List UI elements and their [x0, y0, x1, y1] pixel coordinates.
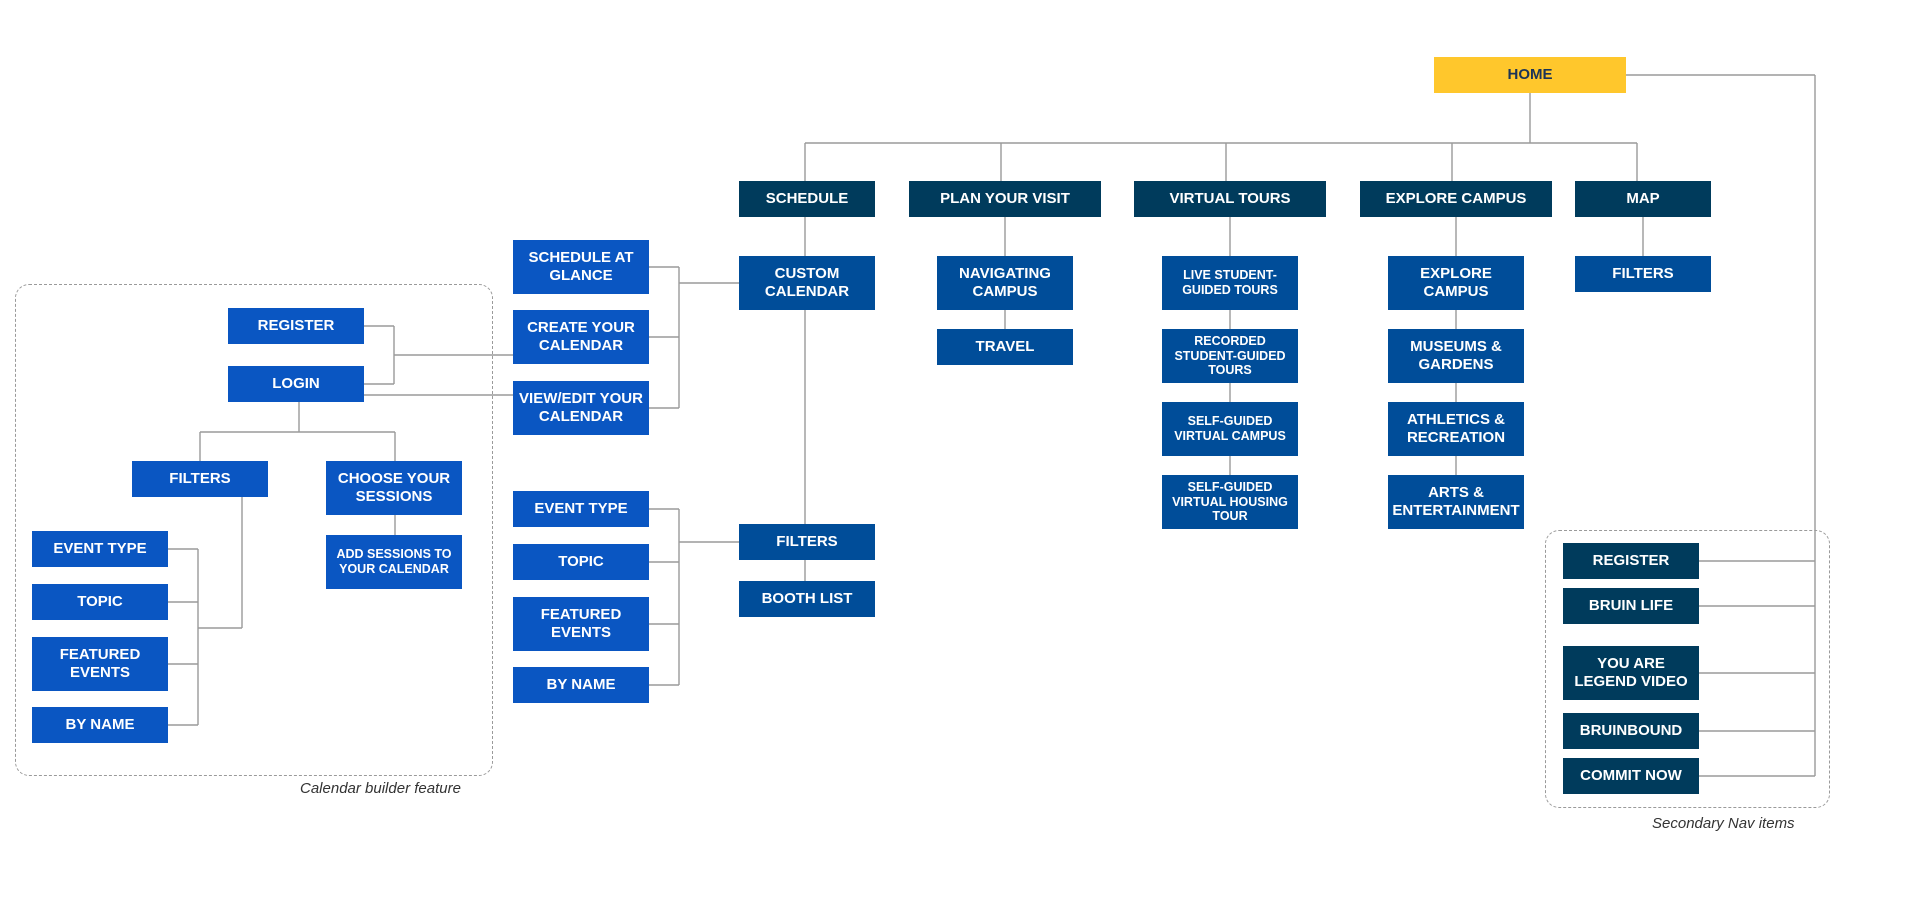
- view-edit-calendar-node[interactable]: VIEW/EDIT YOUR CALENDAR: [513, 381, 649, 435]
- create-your-calendar-node[interactable]: CREATE YOUR CALENDAR: [513, 310, 649, 364]
- explore-campus-node[interactable]: EXPLORE CAMPUS: [1360, 181, 1552, 217]
- calendar-builder-group: [15, 284, 493, 776]
- secondary-commit-now-node[interactable]: COMMIT NOW: [1563, 758, 1699, 794]
- explore-campus-child-node[interactable]: EXPLORE CAMPUS: [1388, 256, 1524, 310]
- cb-filters-node[interactable]: FILTERS: [132, 461, 268, 497]
- plan-your-visit-node[interactable]: PLAN YOUR VISIT: [909, 181, 1101, 217]
- athletics-recreation-node[interactable]: ATHLETICS & RECREATION: [1388, 402, 1524, 456]
- filter-featured-events-node[interactable]: FEATURED EVENTS: [513, 597, 649, 651]
- schedule-node[interactable]: SCHEDULE: [739, 181, 875, 217]
- filter-topic-node[interactable]: TOPIC: [513, 544, 649, 580]
- secondary-nav-caption: Secondary Nav items: [1652, 815, 1795, 832]
- secondary-register-node[interactable]: REGISTER: [1563, 543, 1699, 579]
- secondary-legend-video-node[interactable]: YOU ARE LEGEND VIDEO: [1563, 646, 1699, 700]
- map-node[interactable]: MAP: [1575, 181, 1711, 217]
- cb-choose-sessions-node[interactable]: CHOOSE YOUR SESSIONS: [326, 461, 462, 515]
- cb-add-sessions-node[interactable]: ADD SESSIONS TO YOUR CALENDAR: [326, 535, 462, 589]
- self-guided-housing-node[interactable]: SELF-GUIDED VIRTUAL HOUSING TOUR: [1162, 475, 1298, 529]
- map-filters-node[interactable]: FILTERS: [1575, 256, 1711, 292]
- custom-calendar-node[interactable]: CUSTOM CALENDAR: [739, 256, 875, 310]
- museums-gardens-node[interactable]: MUSEUMS & GARDENS: [1388, 329, 1524, 383]
- live-tours-node[interactable]: LIVE STUDENT- GUIDED TOURS: [1162, 256, 1298, 310]
- travel-node[interactable]: TRAVEL: [937, 329, 1073, 365]
- navigating-campus-node[interactable]: NAVIGATING CAMPUS: [937, 256, 1073, 310]
- cb-topic-node[interactable]: TOPIC: [32, 584, 168, 620]
- home-node[interactable]: HOME: [1434, 57, 1626, 93]
- virtual-tours-node[interactable]: VIRTUAL TOURS: [1134, 181, 1326, 217]
- cb-by-name-node[interactable]: BY NAME: [32, 707, 168, 743]
- calendar-builder-caption: Calendar builder feature: [300, 780, 461, 797]
- booth-list-node[interactable]: BOOTH LIST: [739, 581, 875, 617]
- filter-by-name-node[interactable]: BY NAME: [513, 667, 649, 703]
- secondary-bruinbound-node[interactable]: BRUINBOUND: [1563, 713, 1699, 749]
- self-guided-campus-node[interactable]: SELF-GUIDED VIRTUAL CAMPUS: [1162, 402, 1298, 456]
- schedule-at-glance-node[interactable]: SCHEDULE AT GLANCE: [513, 240, 649, 294]
- cb-login-node[interactable]: LOGIN: [228, 366, 364, 402]
- secondary-nav-group: [1545, 530, 1830, 808]
- filter-event-type-node[interactable]: EVENT TYPE: [513, 491, 649, 527]
- arts-entertainment-node[interactable]: ARTS & ENTERTAINMENT: [1388, 475, 1524, 529]
- secondary-bruin-life-node[interactable]: BRUIN LIFE: [1563, 588, 1699, 624]
- schedule-filters-node[interactable]: FILTERS: [739, 524, 875, 560]
- cb-event-type-node[interactable]: EVENT TYPE: [32, 531, 168, 567]
- recorded-tours-node[interactable]: RECORDED STUDENT-GUIDED TOURS: [1162, 329, 1298, 383]
- cb-register-node[interactable]: REGISTER: [228, 308, 364, 344]
- cb-featured-events-node[interactable]: FEATURED EVENTS: [32, 637, 168, 691]
